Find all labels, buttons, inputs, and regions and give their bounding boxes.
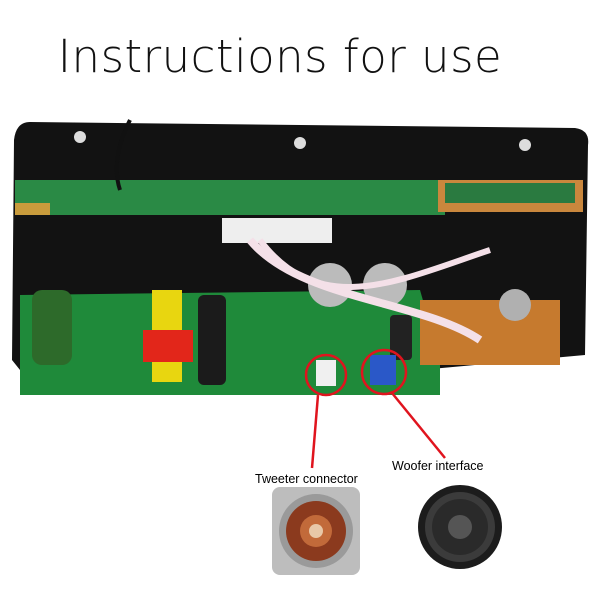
mount-hole — [74, 131, 86, 143]
display-board — [15, 180, 445, 215]
mount-hole — [294, 137, 306, 149]
woofer-interface-port — [370, 355, 396, 385]
mount-hole — [519, 139, 531, 151]
woofer-interface-label: Woofer interface — [392, 459, 484, 473]
tweeter-connector-port — [316, 360, 336, 386]
tweeter-callout-circle — [304, 353, 348, 397]
tweeter-image — [272, 487, 360, 575]
page-title: Instructions for use — [57, 30, 503, 83]
capacitor — [32, 290, 72, 365]
capacitor — [198, 295, 226, 385]
potentiometer-board — [420, 300, 560, 365]
woofer-callout-line — [391, 392, 446, 459]
woofer-image — [418, 485, 502, 569]
woofer-callout-circle — [360, 348, 408, 396]
tweeter-connector-label: Tweeter connector — [255, 472, 358, 486]
tweeter-callout-line — [310, 394, 320, 469]
